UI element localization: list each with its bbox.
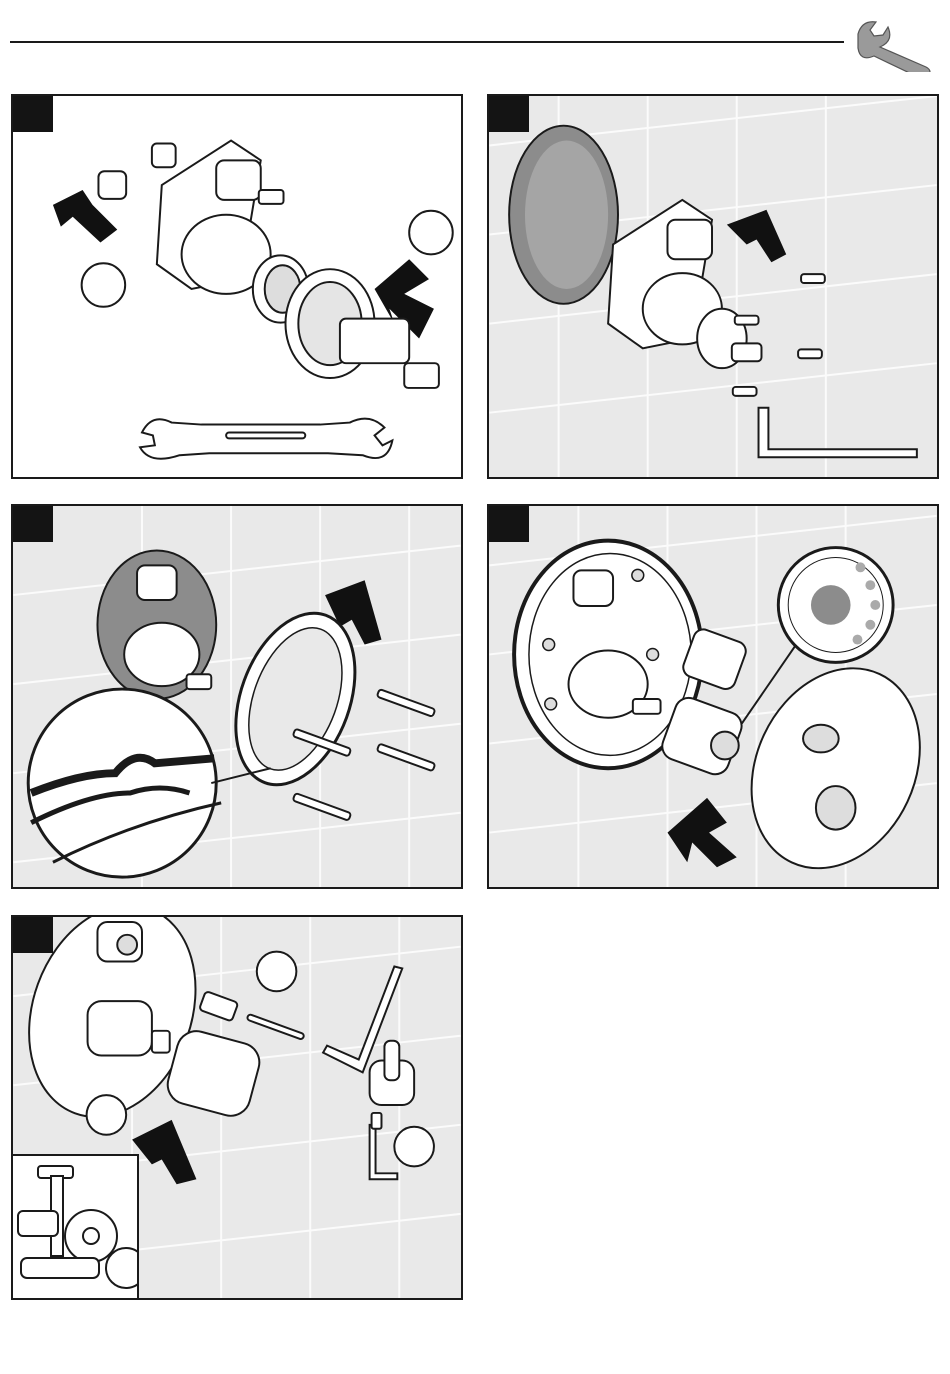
step-5-inset	[13, 1154, 139, 1298]
callout-e	[394, 1127, 434, 1167]
step-1-panel	[11, 94, 463, 479]
callout-c	[257, 952, 297, 992]
step-5-panel	[11, 915, 463, 1300]
open-end-wrench-icon	[140, 419, 392, 459]
step-3-panel	[11, 504, 463, 889]
hex-key-icon	[759, 408, 917, 457]
step-5-marker	[13, 917, 53, 953]
header-rule	[10, 41, 844, 43]
step-3-illustration	[13, 506, 461, 887]
step-4-panel	[487, 504, 939, 889]
step-2-panel	[487, 94, 939, 479]
step-1-marker	[13, 96, 53, 132]
wrench-icon	[850, 12, 945, 72]
step-4-marker	[489, 506, 529, 542]
step-2-marker	[489, 96, 529, 132]
trim-plate-icon	[720, 641, 937, 887]
step-1-illustration	[13, 96, 461, 477]
step-3-marker	[13, 506, 53, 542]
callout-b	[409, 211, 453, 255]
handle-icon	[13, 1156, 137, 1298]
step-4-illustration	[489, 506, 937, 887]
callout-a	[82, 263, 126, 307]
callout-f	[106, 1248, 137, 1288]
callout-d	[87, 1095, 127, 1135]
step-2-illustration	[489, 96, 937, 477]
